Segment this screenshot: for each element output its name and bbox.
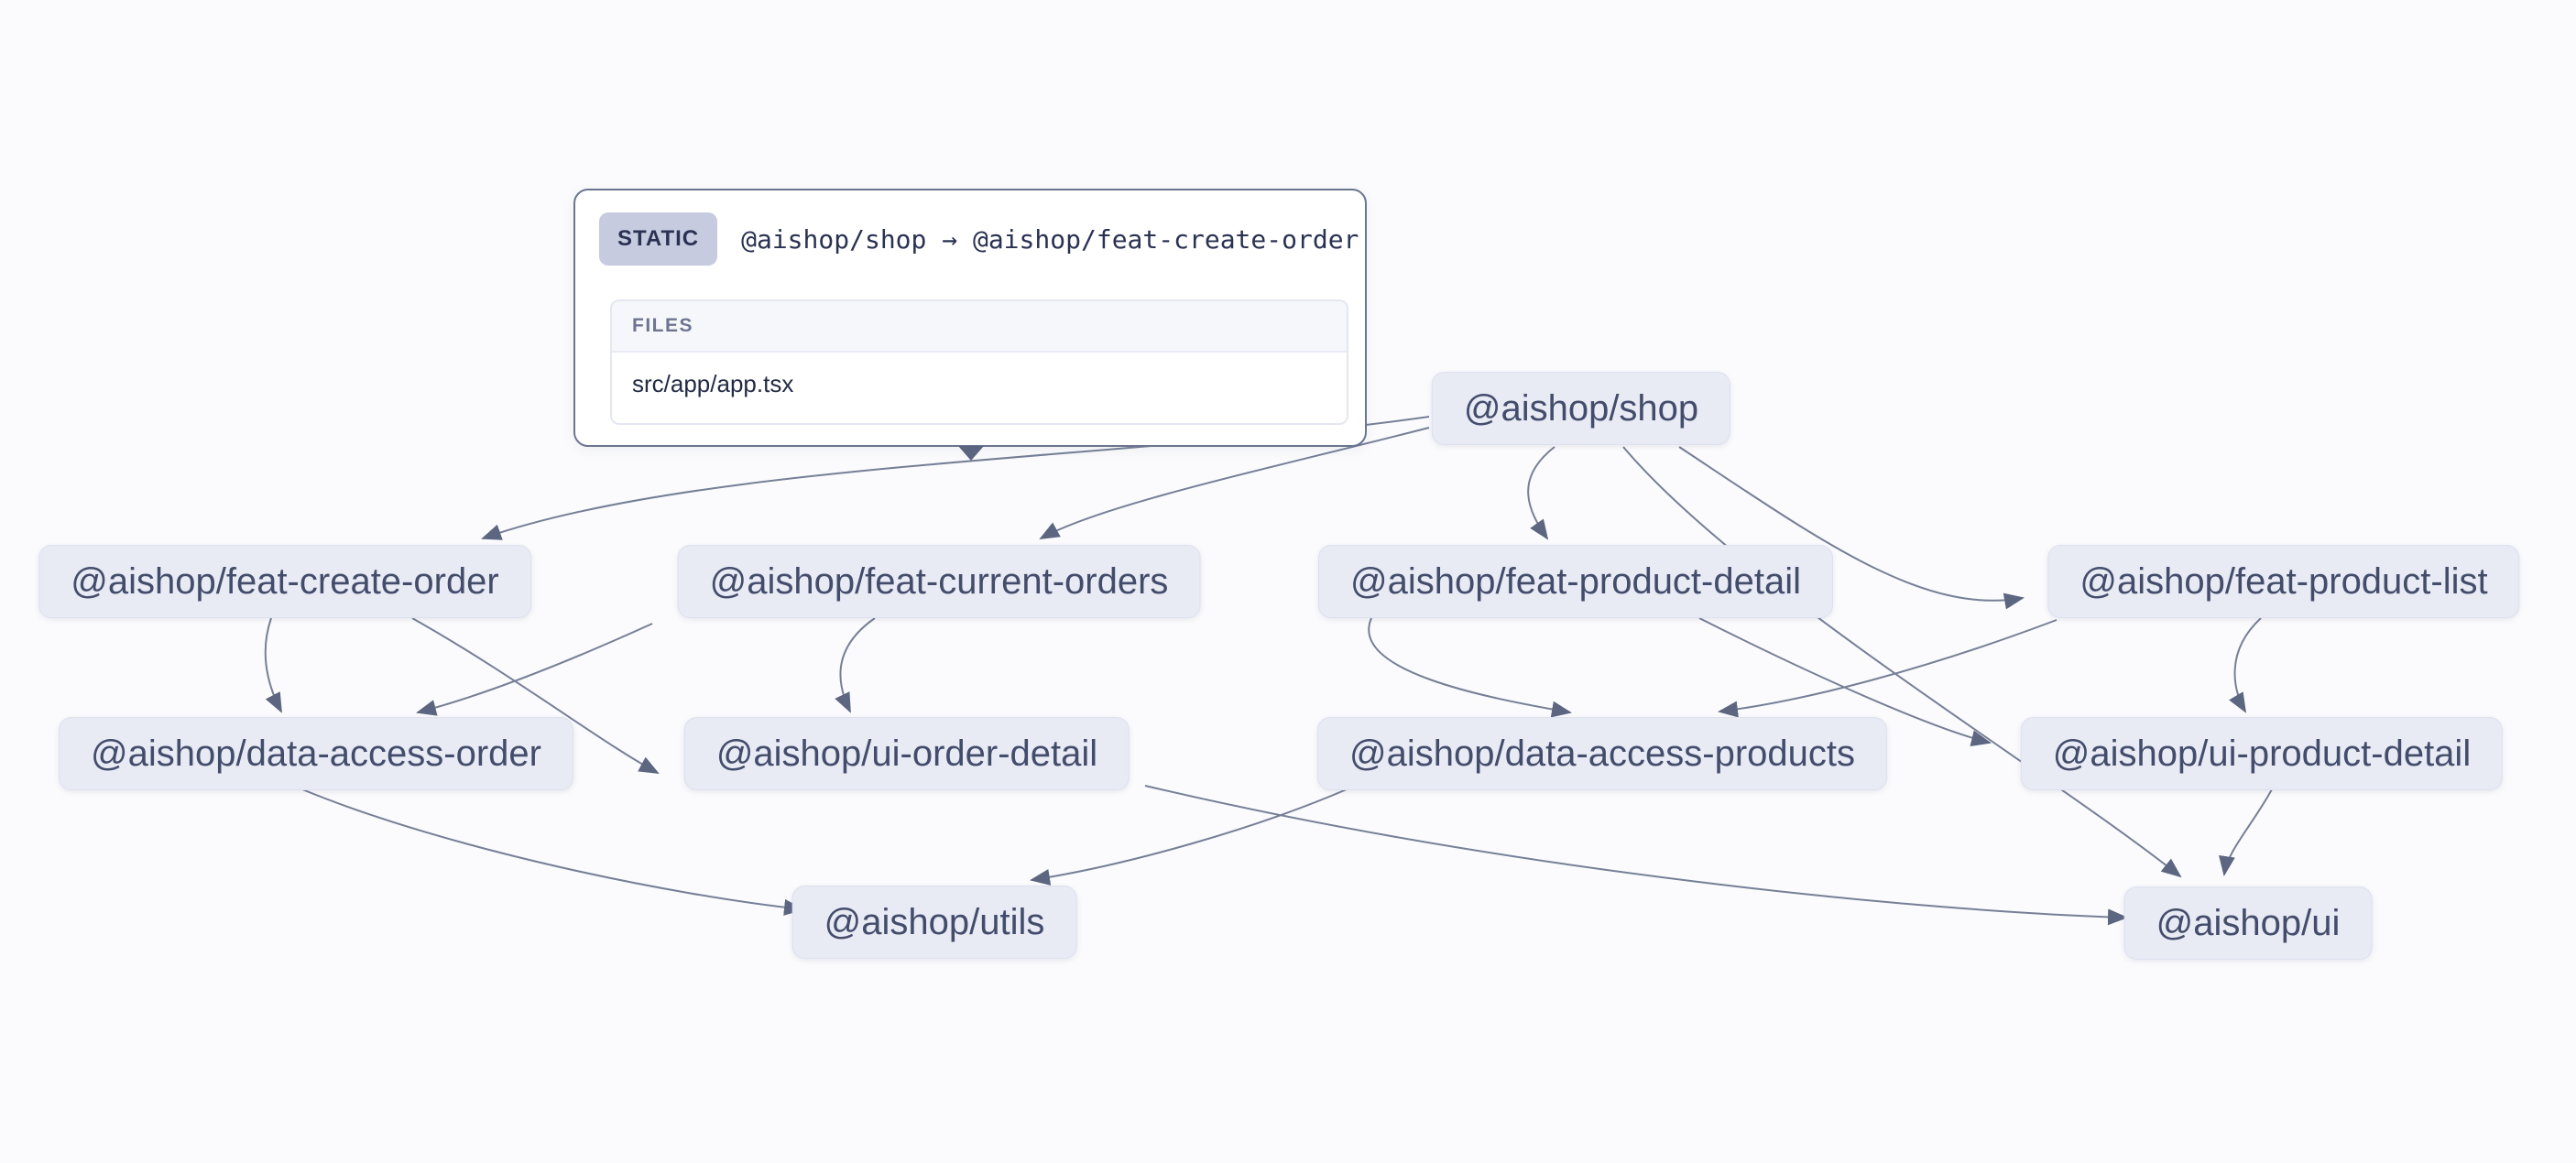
edge-feat-current-orders-to-data-access-order[interactable] [416,623,653,716]
edge-data-access-order-to-utils[interactable] [301,788,804,916]
graph-node-ui[interactable]: @aishop/ui [2123,886,2373,960]
edge-tooltip-header: STATIC @aishop/shop → @aishop/feat-creat… [575,190,1365,266]
edge-type-badge: STATIC [599,212,718,266]
edge-tooltip: STATIC @aishop/shop → @aishop/feat-creat… [573,189,1367,447]
edge-feat-product-detail-to-ui-product-detail[interactable] [1698,617,1992,747]
graph-node-feat-current-orders[interactable]: @aishop/feat-current-orders [677,545,1201,618]
graph-node-feat-create-order[interactable]: @aishop/feat-create-order [38,545,531,618]
edge-shop-to-feat-product-detail[interactable] [1527,446,1555,540]
graph-node-ui-product-detail[interactable]: @aishop/ui-product-detail [2020,717,2504,790]
graph-node-feat-product-detail[interactable]: @aishop/feat-product-detail [1318,545,1833,618]
edge-feat-product-list-to-data-access-products[interactable] [1718,619,2058,718]
graph-node-data-access-products[interactable]: @aishop/data-access-products [1317,717,1887,790]
edge-feat-product-detail-to-data-access-products[interactable] [1368,617,1572,718]
edge-tooltip-title: @aishop/shop → @aishop/feat-create-order [741,223,1359,255]
file-list-item: src/app/app.tsx [632,370,794,397]
edge-feat-create-order-to-data-access-order[interactable] [264,617,282,713]
edge-data-access-products-to-utils[interactable] [1030,788,1348,886]
graph-node-data-access-order[interactable]: @aishop/data-access-order [59,717,573,790]
tooltip-pointer-icon [958,446,984,461]
files-panel-header: FILES [612,301,1347,353]
edge-shop-to-ui[interactable] [1622,446,2182,878]
edge-ui-product-detail-to-ui[interactable] [2219,788,2273,876]
edge-feat-product-list-to-ui-product-detail[interactable] [2229,617,2262,713]
edge-feat-create-order-to-ui-order-detail[interactable] [411,617,660,774]
graph-node-utils[interactable]: @aishop/utils [791,886,1077,959]
edge-feat-current-orders-to-ui-order-detail[interactable] [835,617,876,713]
files-panel: FILES src/app/app.tsx [610,299,1348,425]
graph-node-shop[interactable]: @aishop/shop [1431,372,1731,445]
edge-shop-to-feat-product-list[interactable] [1678,446,2025,610]
edge-shop-to-feat-current-orders[interactable] [1039,427,1430,539]
graph-node-feat-product-list[interactable]: @aishop/feat-product-list [2047,545,2520,618]
graph-node-ui-order-detail[interactable]: @aishop/ui-order-detail [683,717,1130,790]
edge-ui-order-detail-to-ui[interactable] [1144,785,2128,926]
